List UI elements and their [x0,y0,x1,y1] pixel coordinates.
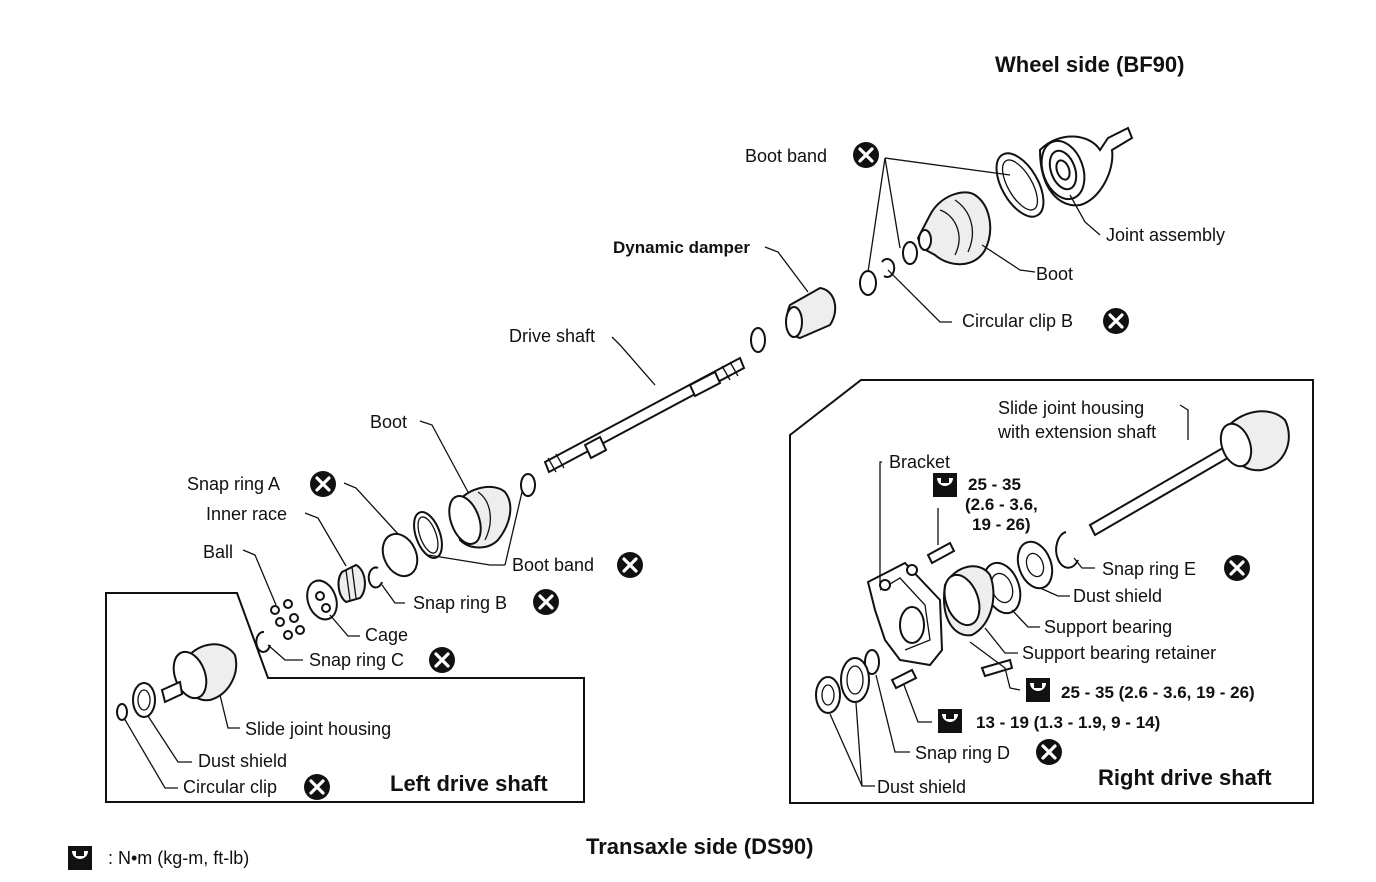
label-slide-joint-ext-line2: with extension shaft [997,422,1156,442]
label-boot-band-left: Boot band [512,555,594,575]
dust-shield-left-part [116,682,156,721]
snap-ring-b-part [367,566,383,589]
torque-wrench-icon [68,846,92,870]
label-slide-joint-ext-line1: Slide joint housing [998,398,1144,418]
label-boot-left: Boot [370,412,407,432]
label-dust-shield-right-1: Dust shield [1073,586,1162,606]
legend-torque-unit: : N•m (kg-m, ft-lb) [108,848,249,868]
label-dynamic-damper: Dynamic damper [613,238,750,257]
torque-retainer: 25 - 35 (2.6 - 3.6, 19 - 26) [1061,683,1255,702]
label-inner-race: Inner race [206,504,287,524]
dynamic-damper-part [750,286,837,353]
label-support-bearing: Support bearing [1044,617,1172,637]
label-circular-clip-b: Circular clip B [962,311,1073,331]
label-boot-top: Boot [1036,264,1073,284]
replace-mark-icon [1222,553,1252,583]
inner-race-part [337,563,366,604]
snap-ring-a-part [381,532,419,578]
support-bearing-retainer-part [943,565,995,637]
boot-left-part [448,485,512,549]
joint-assembly-part [1038,126,1134,207]
label-snap-ring-b: Snap ring B [413,593,507,613]
replace-mark-icon [615,550,645,580]
snap-ring-d-part [864,649,880,675]
bracket-part [866,561,944,667]
boot-band-top-part [995,152,1045,218]
left-drive-shaft-heading: Left drive shaft [390,771,548,796]
snap-ring-e-part [1055,531,1079,569]
label-boot-band-top: Boot band [745,146,827,166]
wheel-side-heading: Wheel side (BF90) [995,52,1184,77]
label-dust-shield-left: Dust shield [198,751,287,771]
leader-lines [123,157,1189,789]
label-dust-shield-right-2: Dust shield [877,777,966,797]
label-drive-shaft: Drive shaft [509,326,595,346]
replace-mark-icon [302,772,332,802]
slide-joint-housing-part [160,643,238,704]
label-snap-ring-c: Snap ring C [309,650,404,670]
cage-part [306,579,338,621]
label-snap-ring-d: Snap ring D [915,743,1010,763]
drive-shaft-part [543,356,746,474]
right-drive-shaft-frame [789,379,1314,804]
label-support-bearing-retainer: Support bearing retainer [1022,643,1216,663]
right-drive-shaft-heading: Right drive shaft [1098,765,1272,790]
label-joint-assembly: Joint assembly [1106,225,1225,245]
dust-shield-right-2-parts [815,657,870,714]
torque-wrench-icon [1026,678,1050,702]
left-drive-shaft-frame [105,592,585,803]
label-ball: Ball [203,542,233,562]
bolt-parts [890,541,1014,690]
replace-mark-icon [1034,737,1064,767]
torque-wrench-icon [933,473,957,497]
torque-bracket-line3: 19 - 26) [972,515,1031,534]
label-bracket: Bracket [889,452,950,472]
transaxle-side-heading: Transaxle side (DS90) [586,834,813,859]
torque-lower: 13 - 19 (1.3 - 1.9, 9 - 14) [976,713,1160,732]
dust-shield-right-1-part [1016,540,1054,590]
torque-bracket-line2: (2.6 - 3.6, [965,495,1038,514]
boot-band-left-parts [413,473,536,559]
label-snap-ring-a: Snap ring A [187,474,280,494]
label-circular-clip: Circular clip [183,777,277,797]
replace-mark-icon [851,140,881,170]
torque-bracket-line1: 25 - 35 [968,475,1021,494]
label-cage: Cage [365,625,408,645]
slide-joint-housing-ext-part [1088,410,1290,537]
label-slide-joint-housing: Slide joint housing [245,719,391,739]
replace-mark-icon [531,587,561,617]
label-snap-ring-e: Snap ring E [1102,559,1196,579]
ball-parts [270,599,305,640]
snap-ring-c-part [255,630,271,653]
replace-mark-icon [308,469,338,499]
replace-mark-icon [1101,306,1131,336]
replace-mark-icon [427,645,457,675]
torque-wrench-icon [938,709,962,733]
boot-top-part [916,191,992,266]
